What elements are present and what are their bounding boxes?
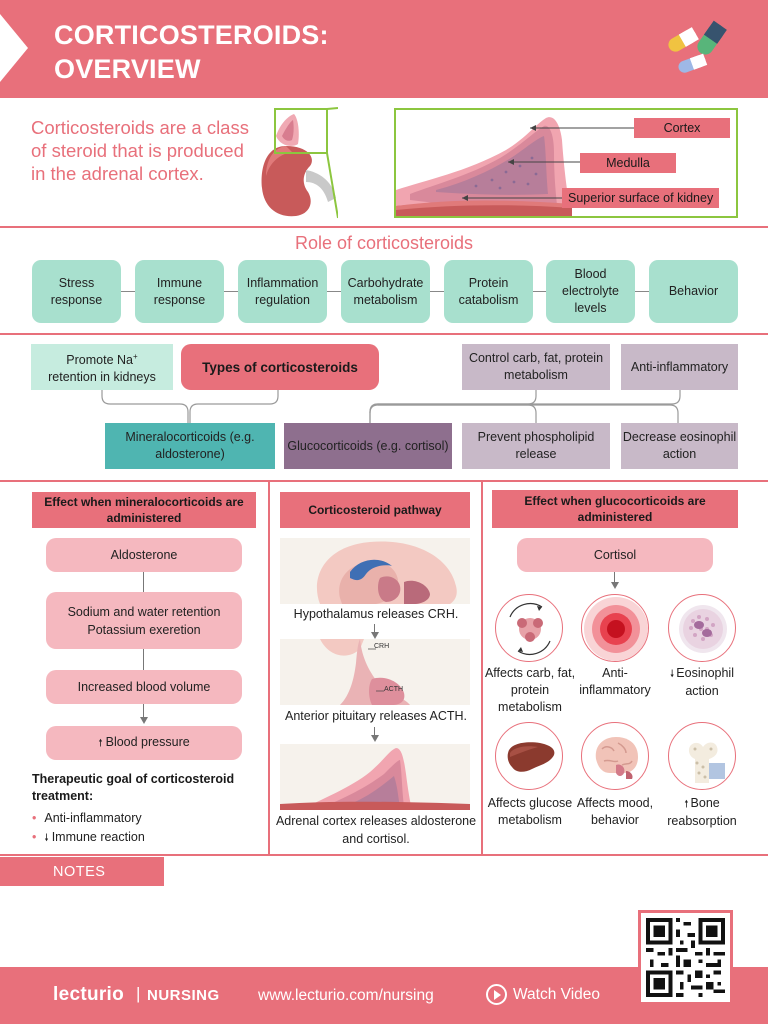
up-arrow-icon: 🠕 — [684, 799, 689, 810]
glucocorticoids-box: Glucocorticoids (e.g. cortisol) — [284, 423, 452, 469]
flow-arrow — [374, 727, 375, 737]
decrease-eosinophil-box: Decrease eosinophil action — [621, 423, 738, 469]
pathway-step-1: Hypothalamus releases CRH. — [293, 607, 459, 621]
footer-separator: | — [136, 984, 141, 1003]
flow-cortisol: Cortisol — [517, 538, 713, 572]
metabolism-icon — [495, 594, 563, 662]
effect-caption: Anti-inflammatory — [579, 666, 651, 697]
flow-arrow — [143, 649, 144, 670]
role-item: Immune response — [135, 260, 224, 323]
up-arrow-icon: 🠕 — [98, 738, 103, 749]
flow-arrow-head — [371, 632, 379, 639]
flow-arrow-head — [371, 735, 379, 742]
effect-caption: Affects carb, fat, protein metabolism — [484, 666, 576, 714]
role-item: Inflammation regulation — [238, 260, 327, 323]
goal-item: •🠗Immune reaction — [32, 830, 145, 844]
goal-item: •Anti-inflammatory — [32, 811, 142, 825]
gluco-effect-header: Effect when glucocorticoids are administ… — [492, 490, 738, 528]
brain-icon — [581, 722, 649, 790]
kidney-illustration — [261, 107, 338, 219]
flow-arrow — [614, 572, 615, 584]
control-carb-box: Control carb, fat, protein metabolism — [462, 344, 610, 390]
flow-arrow — [143, 704, 144, 719]
down-arrow-icon: 🠗 — [44, 833, 49, 844]
notes-label: NOTES — [0, 857, 164, 886]
pituitary-illustration: CRH ACTH — [280, 639, 470, 705]
flow-arrow — [143, 572, 144, 592]
mineralocorticoids-box: Mineralocorticoids (e.g. aldosterone) — [105, 423, 275, 469]
promote-na-box: Promote Na+retention in kidneys — [31, 344, 173, 390]
role-item: Behavior — [649, 260, 738, 323]
header: CORTICOSTEROIDS: OVERVIEW — [0, 0, 768, 98]
pathway-step-3: Adrenal cortex releases aldosterone and … — [275, 814, 477, 846]
adrenal-zoom: Cortex Medulla Superior surface of kidne… — [394, 108, 738, 218]
chevron-decoration — [0, 14, 28, 82]
label-superior-surface: Superior surface of kidney — [562, 188, 720, 208]
prevent-phospholipid-box: Prevent phospholipid release — [462, 423, 610, 469]
pills-icon — [668, 20, 727, 73]
pathway-header: Corticosteroid pathway — [280, 492, 470, 528]
down-arrow-icon: 🠗 — [670, 669, 675, 680]
eosinophil-icon — [668, 594, 736, 662]
divider — [0, 480, 768, 482]
flow-aldosterone: Aldosterone — [46, 538, 242, 572]
effect-caption: Affects glucose metabolism — [487, 796, 573, 827]
role-item: Blood electrolyte levels — [546, 260, 635, 323]
bullet-icon: • — [32, 830, 37, 844]
flow-arrow-head — [140, 717, 148, 724]
intro-text: Corticosteroids are a class of steroid t… — [31, 117, 249, 184]
hypothalamus-illustration — [280, 538, 470, 604]
divider — [0, 854, 768, 856]
divider — [0, 226, 768, 228]
crh-label: CRH — [374, 643, 390, 650]
mineralo-effect-header: Effect when mineralocorticoids are admin… — [32, 492, 256, 528]
watch-video-link[interactable]: Watch Video — [486, 984, 600, 1005]
role-list: Stress response Immune response Inflamma… — [32, 260, 738, 323]
role-item: Carbohydrate metabolism — [341, 260, 430, 323]
anti-inflammatory-box: Anti-inflammatory — [621, 344, 738, 390]
pathway-step-2: Anterior pituitary releases ACTH. — [284, 709, 467, 723]
label-cortex: Cortex — [634, 118, 730, 138]
effect-caption: 🠕Bone reabsorption — [667, 796, 737, 828]
types-brackets — [101, 390, 681, 424]
role-item: Protein catabolism — [444, 260, 533, 323]
page-title: CORTICOSTEROIDS: OVERVIEW — [54, 20, 329, 84]
divider — [0, 333, 768, 335]
bullet-icon: • — [32, 811, 37, 825]
types-title: Types of corticosteroids — [181, 344, 379, 390]
flow-arrow — [374, 624, 375, 634]
goal-title: Therapeutic goal of corticosteroid treat… — [32, 772, 235, 803]
lecturio-logo[interactable]: lecturio — [53, 984, 125, 1005]
label-medulla: Medulla — [580, 153, 676, 173]
flow-sodium-retention: Sodium and water retention Potassium exe… — [46, 592, 242, 649]
liver-icon — [495, 722, 563, 790]
column-divider — [268, 482, 270, 854]
role-title: Role of corticosteroids — [294, 233, 474, 253]
adrenal-cortex-illustration — [280, 744, 470, 810]
inflammation-icon — [581, 594, 649, 662]
flow-arrow-head — [611, 582, 619, 589]
play-icon — [486, 984, 507, 1005]
bone-icon — [668, 722, 736, 790]
flow-blood-volume: Increased blood volume — [46, 670, 242, 704]
nursing-label: NURSING — [147, 987, 220, 1004]
flow-blood-pressure: 🠕Blood pressure — [46, 726, 242, 760]
role-item: Stress response — [32, 260, 121, 323]
effect-caption: 🠗Eosinophil action — [670, 666, 734, 698]
website-link[interactable]: www.lecturio.com/nursing — [258, 987, 434, 1004]
acth-label: ACTH — [384, 686, 404, 693]
column-divider — [481, 482, 483, 854]
qr-code[interactable] — [638, 910, 733, 1005]
effect-caption: Affects mood, behavior — [576, 796, 654, 827]
